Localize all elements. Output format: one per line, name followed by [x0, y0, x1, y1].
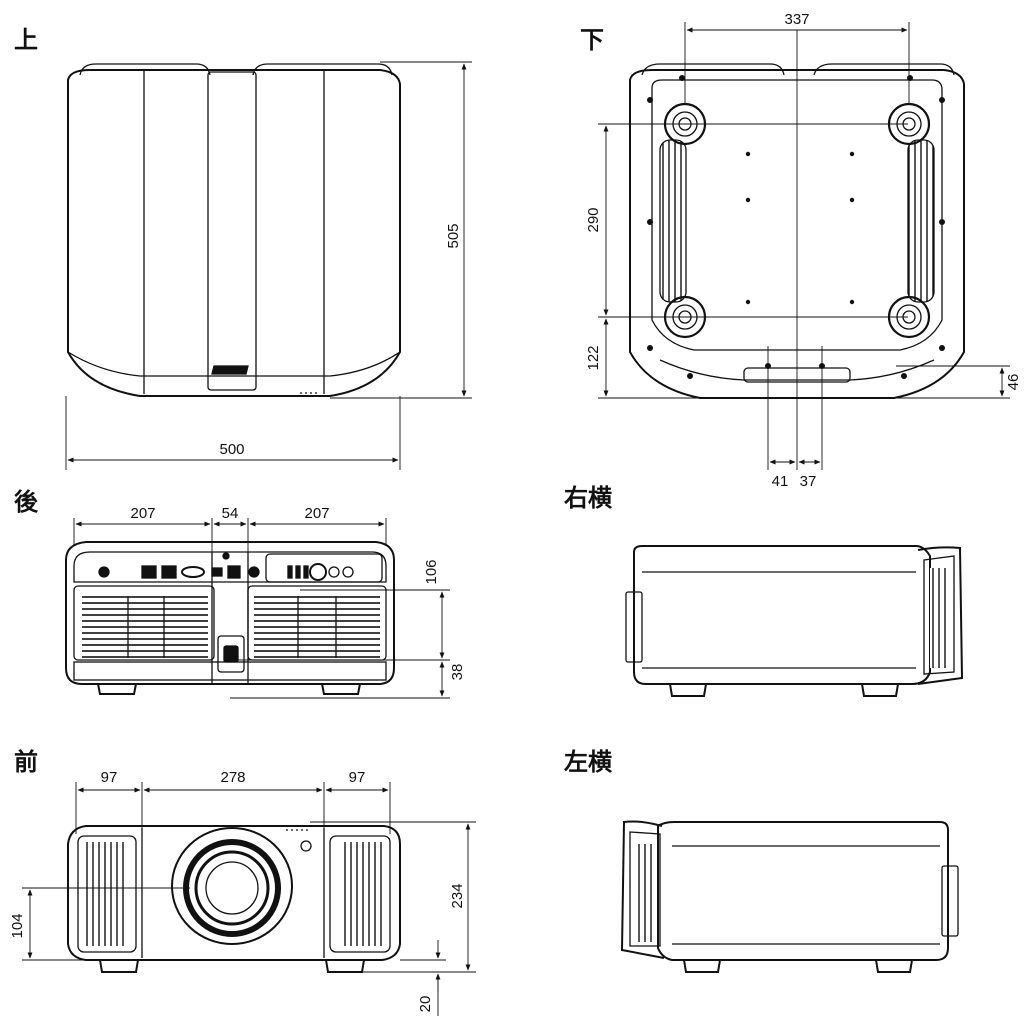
lens-icon [171, 827, 293, 945]
dim-rear-right: 207 [304, 505, 329, 522]
dim-front-foot: 20 [417, 996, 434, 1013]
dim-top-depth: 505 [445, 223, 462, 248]
dim-bottom-center-right: 37 [800, 473, 817, 490]
right-side-view-drawing [625, 545, 964, 697]
dim-front-right: 97 [349, 769, 366, 786]
dim-top-width: 500 [219, 441, 244, 458]
view-title-bottom: 下 [580, 26, 604, 54]
view-title-right: 右横 [564, 484, 612, 512]
view-title-left: 左横 [564, 748, 612, 776]
top-view-drawing [67, 63, 401, 397]
dim-bottom-feet-depth: 290 [585, 207, 602, 232]
dim-bottom-center-left: 41 [772, 473, 789, 490]
dim-front-left: 97 [101, 769, 118, 786]
left-side-view-drawing [620, 820, 959, 973]
dim-rear-height: 106 [423, 559, 440, 584]
dim-rear-center: 54 [222, 505, 239, 522]
dim-rear-left: 207 [130, 505, 155, 522]
rear-view-drawing [65, 541, 395, 695]
dim-front-height: 234 [449, 883, 466, 908]
dim-rear-base: 38 [449, 664, 466, 681]
rear-connectors [98, 552, 354, 581]
dim-front-lens-height: 104 [9, 913, 26, 938]
dim-bottom-rear-offset: 122 [585, 345, 602, 370]
view-title-rear: 後 [14, 488, 38, 516]
bottom-view-drawing [629, 30, 965, 470]
view-title-top: 上 [14, 26, 38, 54]
view-title-front: 前 [14, 748, 38, 776]
dim-bottom-front-offset: 46 [1005, 374, 1022, 391]
dim-bottom-feet-span: 337 [784, 11, 809, 28]
dim-front-center: 278 [220, 769, 245, 786]
front-view-drawing [67, 825, 401, 973]
dimension-lines [22, 22, 1010, 1016]
